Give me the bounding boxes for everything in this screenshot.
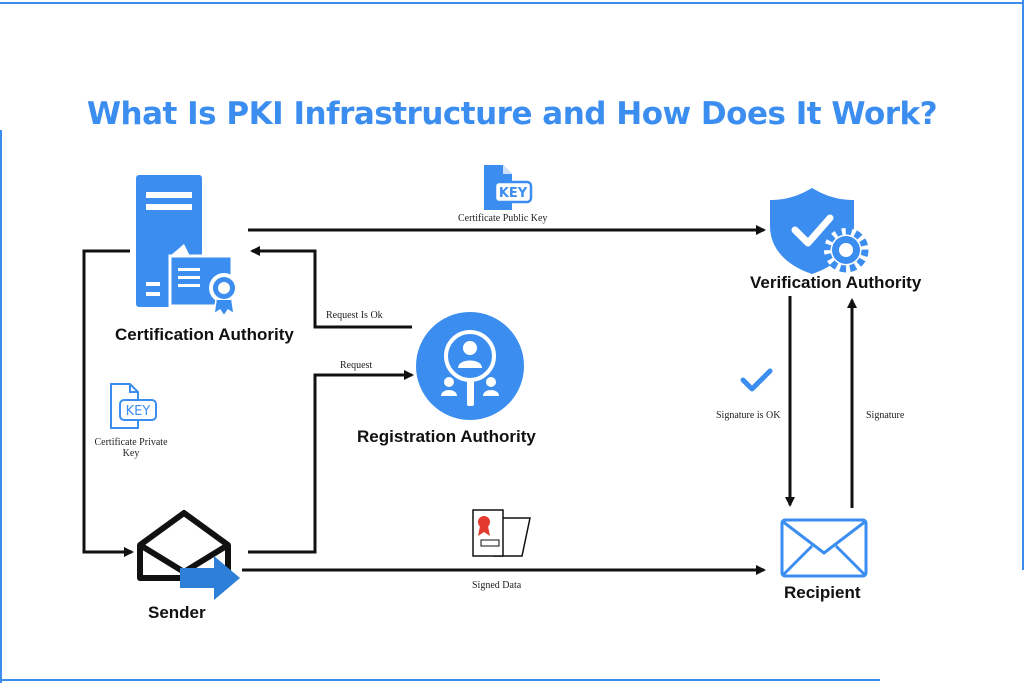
request-label: Request (340, 360, 373, 371)
arrow-certificate-private-key (82, 249, 134, 557)
page-title: What Is PKI Infrastructure and How Does … (86, 96, 938, 132)
signed-data-label: Signed Data (472, 580, 522, 591)
envelope-icon (780, 518, 868, 578)
key-document-icon: KEY (110, 383, 157, 429)
signed-folder-icon (472, 509, 531, 557)
arrow-request-is-ok (250, 246, 412, 329)
frame-right-border (1022, 0, 1024, 570)
user-search-icon (416, 312, 524, 420)
checkmark-icon (740, 368, 773, 392)
certificate-private-key-line2: Key (122, 448, 140, 459)
verification-authority-label: Verification Authority (750, 273, 922, 292)
request-is-ok-label: Request Is Ok (326, 310, 383, 321)
certification-authority-label: Certification Authority (115, 325, 294, 344)
shield-gear-icon (770, 188, 869, 274)
frame-bottom-border (0, 679, 880, 681)
recipient-label: Recipient (784, 583, 861, 602)
server-certificate-icon (136, 175, 239, 318)
key-badge-left: KEY (126, 404, 151, 419)
signature-is-ok-label: Signature is OK (716, 410, 781, 421)
registration-authority-label: Registration Authority (357, 427, 536, 446)
frame-top-border (0, 2, 1024, 4)
frame-left-border (0, 130, 2, 683)
envelope-send-icon (137, 510, 240, 600)
sender-label: Sender (148, 603, 206, 622)
certificate-private-key-line1: Certificate Private (94, 437, 168, 448)
key-badge-top: KEY (499, 186, 528, 201)
arrow-request (248, 370, 414, 554)
signature-label: Signature (866, 410, 905, 421)
certificate-private-key-label: Certificate Private Key (92, 437, 170, 459)
certificate-public-key-label: Certificate Public Key (458, 213, 548, 224)
key-document-icon: KEY (484, 165, 533, 210)
